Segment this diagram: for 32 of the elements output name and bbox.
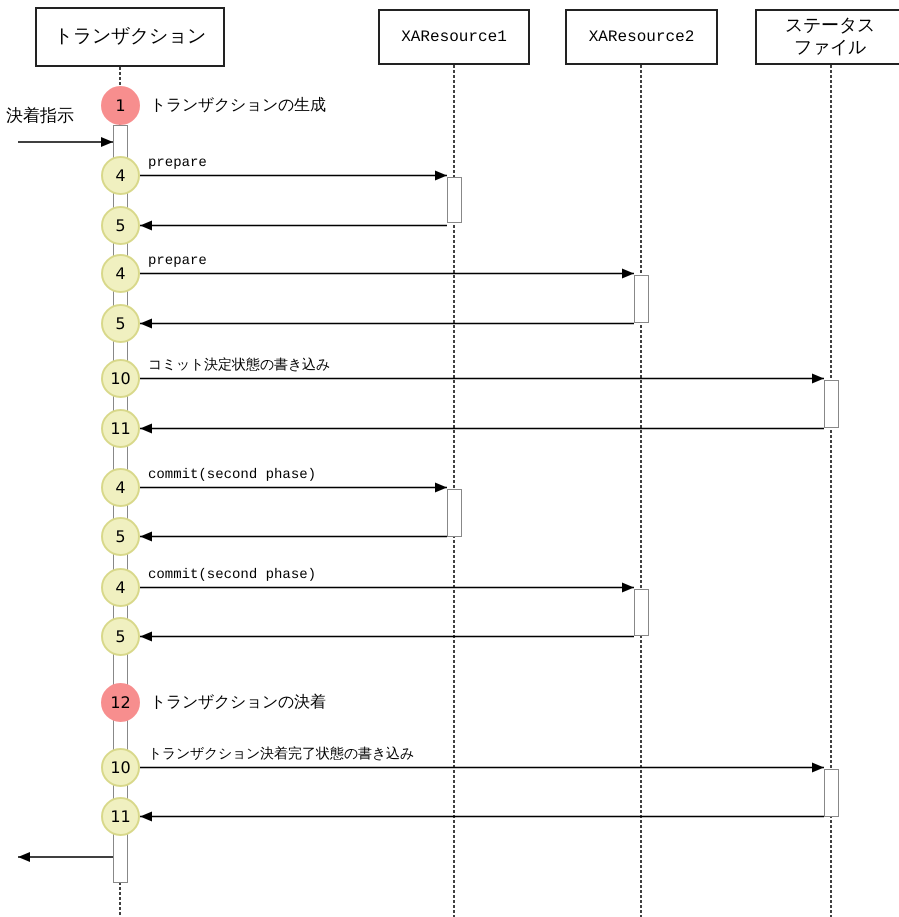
message-arrow xyxy=(140,582,634,592)
message-arrow xyxy=(140,482,447,492)
step-caption: トランザクションの決着 xyxy=(150,694,326,710)
message-arrow xyxy=(140,532,447,542)
activation-bar xyxy=(824,380,839,428)
message-label: commit(second phase) xyxy=(148,468,316,482)
activation-bar xyxy=(824,769,839,817)
lifeline-header-box: ステータスファイル xyxy=(755,9,899,65)
activation-bar xyxy=(634,275,649,323)
message-arrow xyxy=(140,632,634,642)
activation-bar xyxy=(447,177,462,223)
message-label: コミット決定状態の書き込み xyxy=(148,358,330,372)
step-caption: トランザクションの生成 xyxy=(150,96,326,112)
activation-bar xyxy=(447,489,462,537)
lifeline-header-box: トランザクション xyxy=(35,7,225,67)
message-arrow xyxy=(140,268,634,278)
message-label: prepare xyxy=(148,156,207,170)
message-label: commit(second phase) xyxy=(148,568,316,582)
message-arrow xyxy=(140,374,824,384)
message-label: 決着指示 xyxy=(6,108,74,125)
message-arrow xyxy=(18,137,113,147)
lifeline-header-box: XAResource2 xyxy=(565,9,718,65)
message-arrow xyxy=(140,220,447,230)
activation-bar xyxy=(634,589,649,636)
message-arrow xyxy=(140,424,824,434)
message-arrow xyxy=(140,812,824,822)
message-arrow xyxy=(140,762,824,772)
message-label: prepare xyxy=(148,254,207,268)
lifeline-header-box: XAResource1 xyxy=(378,9,530,65)
message-arrow xyxy=(140,170,447,180)
message-arrow xyxy=(18,852,113,862)
message-arrow xyxy=(140,318,634,328)
